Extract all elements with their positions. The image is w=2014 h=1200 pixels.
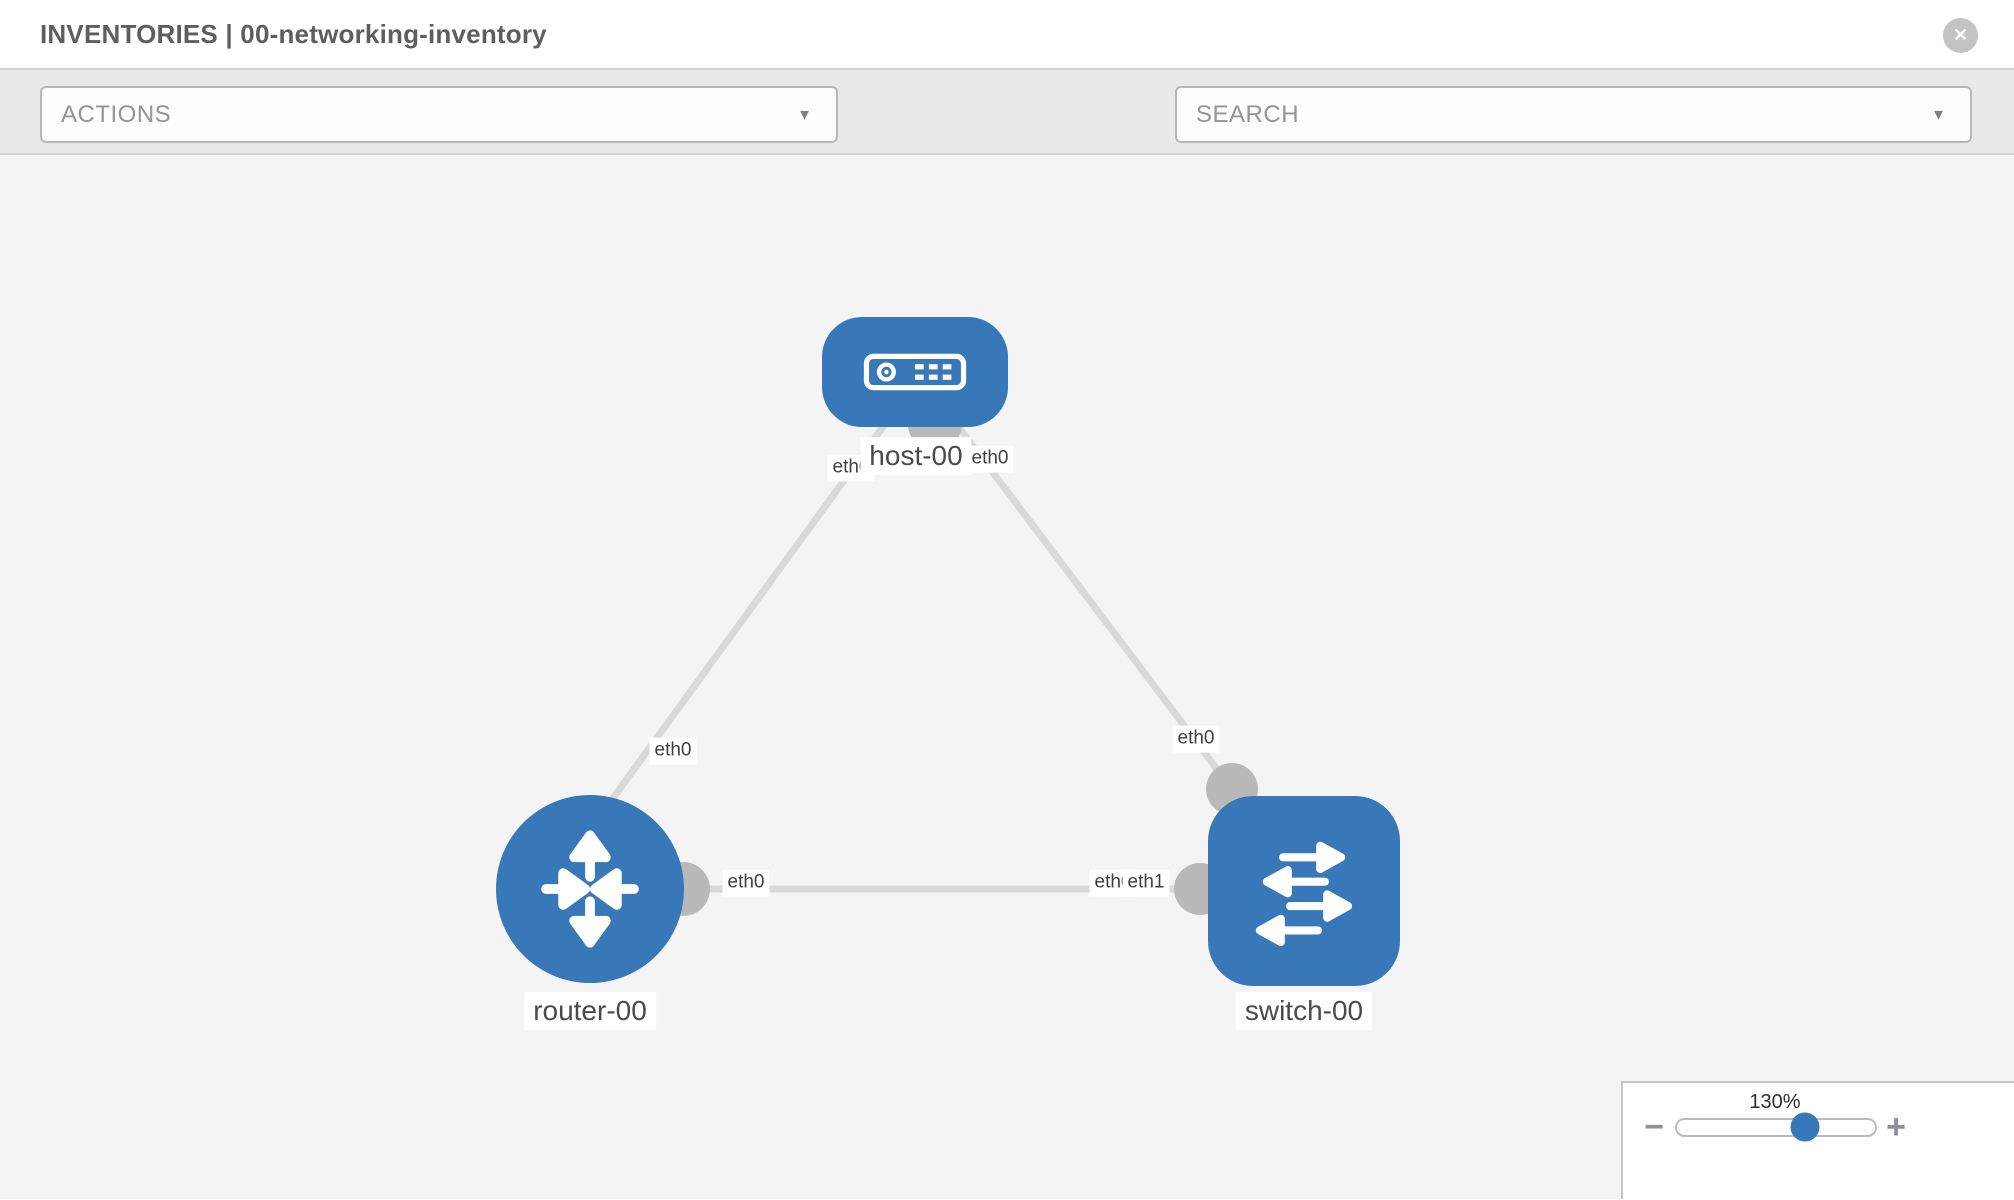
node-label-switch: switch-00 xyxy=(1235,992,1373,1030)
zoom-level-value: 130% xyxy=(1749,1091,1801,1113)
zoom-slider-track[interactable] xyxy=(1675,1118,1877,1137)
page-title: INVENTORIES | 00-networking-inventory xyxy=(40,18,547,49)
chevron-down-icon: ▼ xyxy=(1931,106,1946,123)
node-label-router: router-00 xyxy=(524,992,656,1030)
node-router-00[interactable] xyxy=(496,795,684,983)
topology-links-layer xyxy=(565,397,1258,916)
node-switch-00[interactable] xyxy=(1208,796,1400,986)
node-label-host: host-00 xyxy=(860,437,972,475)
search-dropdown[interactable]: SEARCH ▼ xyxy=(1175,86,1972,143)
server-icon xyxy=(863,353,967,391)
router-icon xyxy=(541,830,639,948)
close-icon: ✕ xyxy=(1952,25,1969,45)
zoom-out-button[interactable]: − xyxy=(1644,1108,1664,1146)
interface-label-eth0: eth0 xyxy=(722,869,770,897)
zoom-slider-handle[interactable] xyxy=(1790,1112,1820,1142)
interface-label-eth1: eth1 xyxy=(1122,869,1170,897)
zoom-in-button[interactable]: + xyxy=(1886,1108,1906,1146)
toolbar: ACTIONS ▼ SEARCH ▼ xyxy=(0,70,2014,204)
zoom-control-panel: 130% − + xyxy=(1621,1081,2014,1199)
link-host-router[interactable] xyxy=(565,410,896,863)
search-dropdown-label: SEARCH xyxy=(1196,100,1300,128)
close-button[interactable]: ✕ xyxy=(1943,18,1978,53)
chevron-down-icon: ▼ xyxy=(797,106,812,123)
node-host-00[interactable] xyxy=(822,317,1008,427)
actions-dropdown[interactable]: ACTIONS ▼ xyxy=(40,86,838,143)
interface-label-eth0: eth0 xyxy=(649,737,697,765)
header: INVENTORIES | 00-networking-inventory ✕ xyxy=(0,0,2014,70)
switch-icon xyxy=(1255,841,1353,947)
topology-canvas[interactable]: host-00 router-00 switch-00 eth0 eth0 et… xyxy=(0,155,2014,1199)
interface-label-eth0: eth0 xyxy=(1172,725,1220,753)
interface-label-eth0: eth0 xyxy=(966,445,1014,473)
actions-dropdown-label: ACTIONS xyxy=(61,100,172,128)
